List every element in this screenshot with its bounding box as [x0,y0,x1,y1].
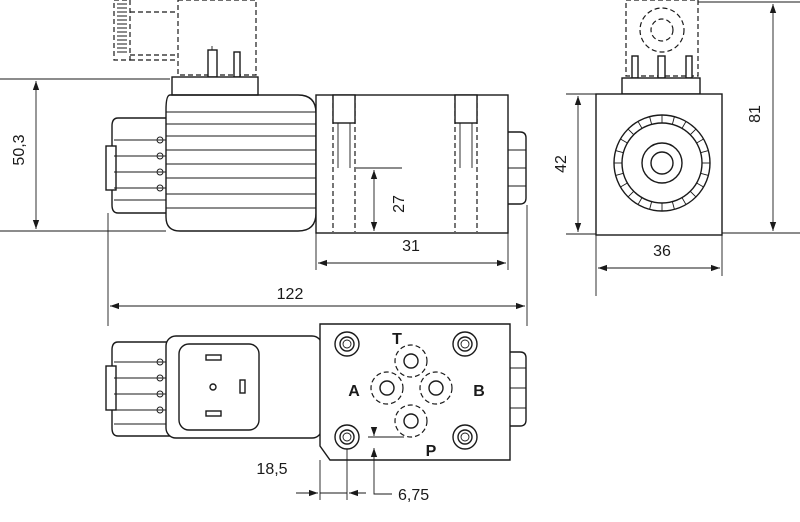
gear-tooth [637,121,643,129]
manual-override-knob [105,117,166,214]
valve-body [315,94,509,234]
dim-42-label: 42 [553,155,570,173]
end-view-body [595,93,723,236]
dim-50-3-label: 50,3 [11,134,28,165]
dim-31: 31 [315,233,509,270]
port-p-label: P [426,443,437,460]
dim-42: 42 [553,93,596,235]
gear-tooth [696,182,704,188]
port-a-label: A [348,383,360,400]
top-view-coil [165,335,323,439]
port-holes [370,344,453,438]
dim-81-label: 81 [747,105,764,123]
side-view [105,0,527,234]
dim-18-5-label: 18,5 [256,461,287,478]
gear-tooth [689,128,697,136]
gear-tooth [637,197,643,205]
dim-6-75-label: 6,75 [398,487,429,504]
gear-tooth [700,150,709,154]
gear-tooth [700,172,709,176]
dim-122-label: 122 [277,286,304,303]
dim-27: 27 [356,167,408,231]
gear-tooth [627,128,635,136]
gear-tooth [615,172,624,176]
gear-tooth [620,182,628,188]
port-b-label: B [473,383,485,400]
dim-18-5: 18,5 [256,449,366,500]
gear-tooth [681,121,687,129]
top-view: T A B P [105,323,527,461]
gear-tooth [696,138,704,144]
dim-36-label: 36 [653,243,671,260]
port-t-label: T [392,331,402,348]
gear-tooth [689,190,697,198]
end-view [595,0,723,236]
gear-teeth [614,115,710,211]
gear-tooth [681,197,687,205]
dim-50-3: 50,3 [0,78,170,232]
gear-tooth [649,201,653,210]
end-view-pins [631,55,693,79]
dim-6-75: 6,75 [368,427,429,504]
gear-tooth [615,150,624,154]
gear-tooth [649,116,653,125]
gear-tooth [620,138,628,144]
dim-36: 36 [595,235,723,296]
top-view-body [319,323,527,461]
dim-27-label: 27 [391,195,408,213]
top-view-knob [105,341,172,437]
dim-31-label: 31 [402,238,420,255]
solenoid-coil [165,76,317,232]
dim-81: 81 [698,1,800,234]
end-nut [508,131,527,205]
gear-tooth [671,116,675,125]
terminal-pins [207,46,241,78]
gear-tooth [627,190,635,198]
gear-tooth [671,201,675,210]
dim-122: 122 [107,205,528,326]
